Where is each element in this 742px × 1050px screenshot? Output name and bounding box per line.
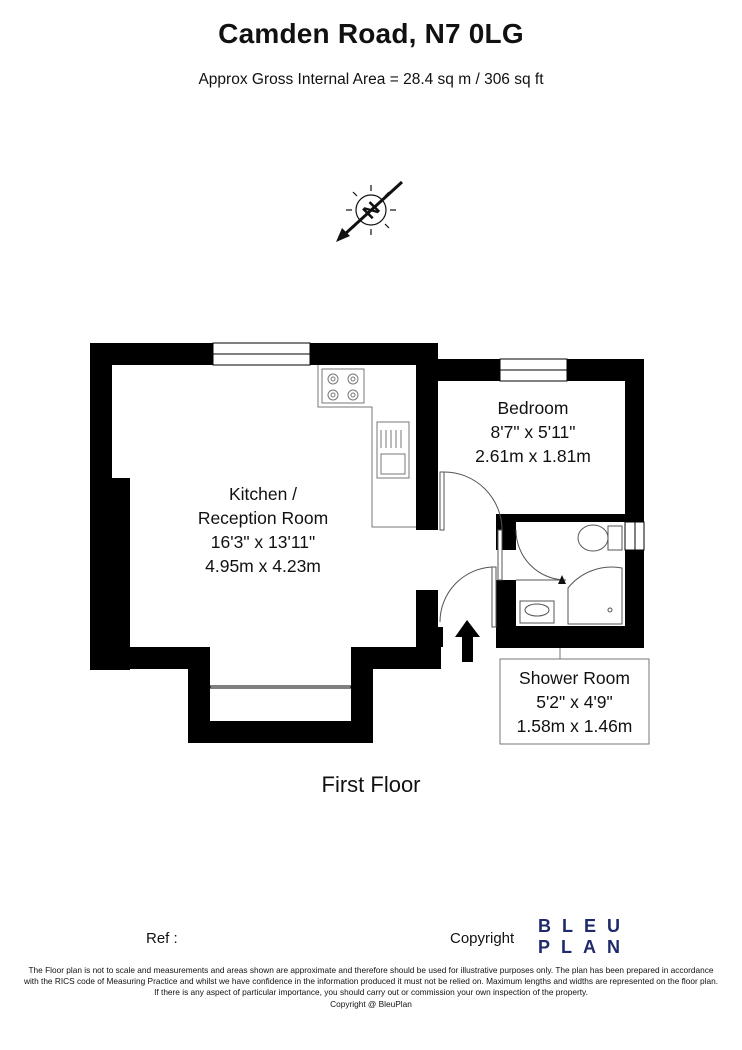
disclaimer-line3: If there is any aspect of particular imp… bbox=[154, 987, 588, 998]
shower-fixtures bbox=[519, 524, 623, 625]
walls bbox=[90, 343, 644, 743]
shower-room-name: Shower Room bbox=[519, 668, 630, 688]
bedroom-metric: 2.61m x 1.81m bbox=[475, 446, 591, 466]
windows bbox=[209, 342, 645, 689]
entrance-arrow-icon bbox=[455, 620, 480, 662]
logo-line2: PLAN bbox=[538, 937, 631, 957]
page-title: Camden Road, N7 0LG bbox=[218, 18, 524, 49]
shower-room-label: Shower Room 5'2" x 4'9" 1.58m x 1.46m bbox=[500, 666, 649, 738]
compass-icon: N bbox=[336, 180, 404, 242]
kitchen-name-line2: Reception Room bbox=[197, 508, 329, 528]
disclaimer: The Floor plan is not to scale and measu… bbox=[0, 965, 742, 1010]
kitchen-metric: 4.95m x 4.23m bbox=[205, 556, 321, 576]
disclaimer-line2: with the RICS code of Measuring Practice… bbox=[23, 976, 719, 987]
bedroom-label: Bedroom 8'7" x 5'11" 2.61m x 1.81m bbox=[450, 396, 616, 468]
kitchen-imperial: 16'3" x 13'11" bbox=[210, 532, 316, 552]
logo-line1: BLEU bbox=[538, 916, 631, 936]
shower-room-metric: 1.58m x 1.46m bbox=[516, 716, 633, 736]
ref-label: Ref : bbox=[146, 930, 178, 947]
copyright-label: Copyright bbox=[450, 930, 515, 947]
bedroom-imperial: 8'7" x 5'11" bbox=[490, 422, 576, 442]
floor-label: First Floor bbox=[321, 772, 421, 797]
kitchen-name-line1: Kitchen / bbox=[228, 484, 298, 504]
area-subtitle: Approx Gross Internal Area = 28.4 sq m /… bbox=[198, 71, 544, 88]
kitchen-label: Kitchen / Reception Room 16'3" x 13'11" … bbox=[168, 482, 358, 578]
bleuplan-logo: BLEU PLAN bbox=[538, 916, 631, 958]
kitchen-counter bbox=[317, 365, 416, 528]
door-swings bbox=[439, 471, 567, 628]
disclaimer-line4: Copyright @ BleuPlan bbox=[330, 998, 412, 1009]
disclaimer-line1: The Floor plan is not to scale and measu… bbox=[28, 965, 714, 975]
bedroom-name: Bedroom bbox=[497, 398, 569, 418]
shower-room-imperial: 5'2" x 4'9" bbox=[536, 692, 613, 712]
